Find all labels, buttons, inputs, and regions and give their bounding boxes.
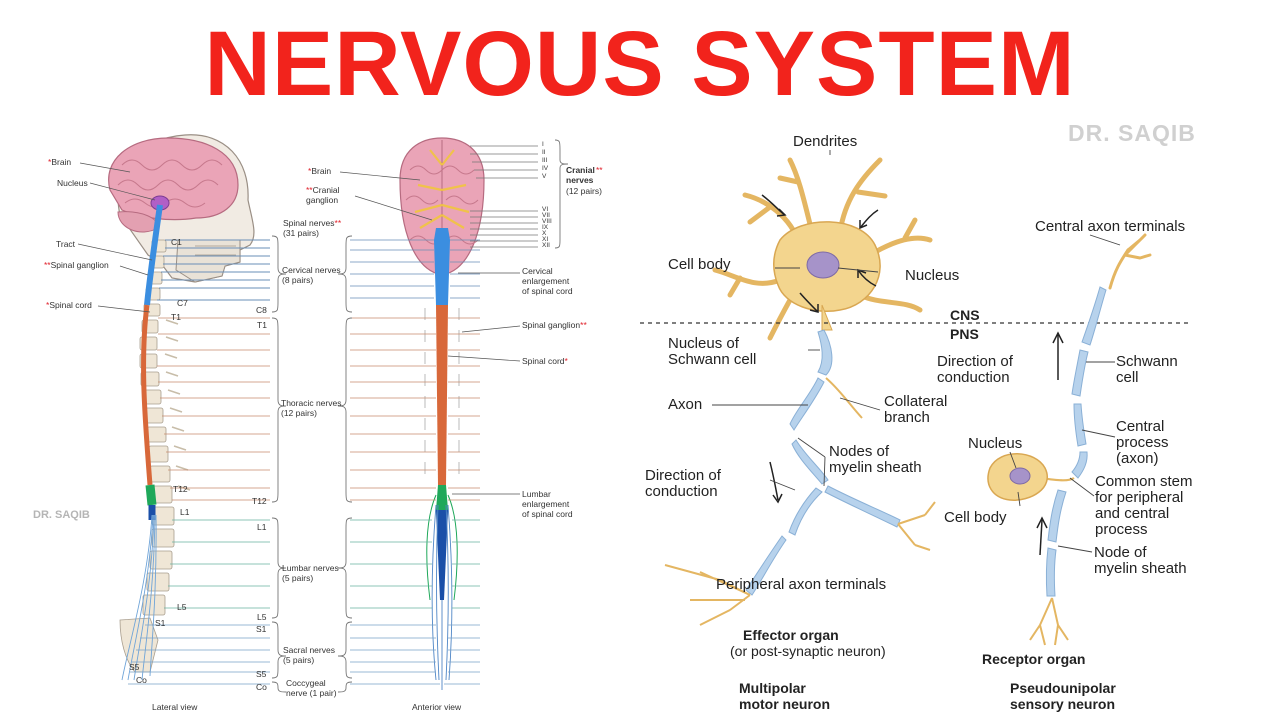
label-spinal-cord: *Spinal cord: [46, 300, 92, 310]
label-s5-mid: S5: [256, 669, 267, 679]
label-numeral-i: I: [542, 141, 544, 148]
anterior-view-figure: [271, 137, 569, 693]
label-spinal-ganglion: **Spinal ganglion: [44, 260, 109, 270]
label-anterior-view: Anterior view: [412, 702, 462, 712]
label-pns: PNS: [950, 326, 979, 342]
label-t12: T12: [173, 484, 188, 494]
label-cell-body: Cell body: [668, 256, 731, 273]
label-cell-body-2: Cell body: [944, 509, 1007, 526]
label-multipolar: Multipolar motor neuron: [739, 680, 830, 712]
label-c1: C1: [171, 237, 182, 247]
label-spinal-nerves-pairs: (31 pairs): [283, 228, 319, 238]
label-peripheral-axon-terminals: Peripheral axon terminals: [716, 576, 887, 593]
label-receptor-organ: Receptor organ: [982, 651, 1086, 667]
watermark-small: DR. SAQIB: [33, 509, 90, 521]
label-lateral-view: Lateral view: [152, 702, 198, 712]
label-effector-organ: Effector organ: [743, 627, 839, 643]
label-axon: Axon: [668, 396, 703, 413]
label-s1-mid: S1: [256, 624, 267, 634]
label-coccygeal-nerve: Coccygeal nerve (1 pair): [286, 678, 337, 698]
label-co-mid: Co: [256, 682, 267, 692]
label-numeral-x: X: [542, 230, 547, 237]
label-numeral-iv: IV: [542, 165, 549, 172]
label-nucleus-neuron: Nucleus: [905, 267, 960, 284]
label-common-stem: Common stem for peripheral and central p…: [1095, 473, 1193, 538]
label-numeral-ii: II: [542, 149, 546, 156]
label-spinal-nerves: Spinal nerves**: [283, 218, 342, 228]
label-node-myelin: Node of myelin sheath: [1094, 544, 1187, 577]
label-cervical-enlargement: Cervical enlargement of spinal cord: [522, 266, 573, 296]
label-l1: L1: [180, 507, 190, 517]
label-l5: L5: [177, 602, 187, 612]
label-nodes-myelin: Nodes of myelin sheath: [829, 443, 922, 476]
pseudounipolar-neuron-figure: [987, 233, 1152, 646]
label-cranial-nerves-star: **: [596, 165, 603, 175]
label-central-axon-terminals: Central axon terminals: [1035, 218, 1186, 235]
label-numeral-xi: XI: [542, 236, 549, 243]
label-sacral-nerves: Sacral nerves (5 pairs): [283, 645, 335, 665]
neuron-leader-lines: [712, 150, 1121, 553]
label-cervical-nerves: Cervical nerves (8 pairs): [282, 265, 341, 285]
label-numeral-vii: VII: [542, 212, 550, 219]
label-collateral-branch: Collateral branch: [884, 393, 948, 426]
label-dendrites: Dendrites: [793, 133, 858, 150]
label-pseudounipolar: Pseudounipolar sensory neuron: [1010, 680, 1116, 712]
label-numeral-xii: XII: [542, 242, 550, 249]
label-lumbar-nerves: Lumbar nerves (5 pairs): [282, 563, 339, 583]
label-central-process: Central process (axon): [1116, 418, 1169, 467]
label-cns: CNS: [950, 307, 980, 323]
label-thoracic-nerves: Thoracic nerves (12 pairs): [281, 398, 342, 418]
label-t1: T1: [171, 312, 181, 322]
label-spinal-ganglion-anterior: Spinal ganglion**: [522, 320, 587, 330]
page-title: NERVOUS SYSTEM: [204, 13, 1076, 115]
brain-lateral: [108, 137, 239, 221]
label-l5-mid: L5: [257, 612, 267, 622]
label-nucleus-schwann: Nucleus of Schwann cell: [668, 335, 757, 368]
label-nucleus-2: Nucleus: [968, 435, 1023, 452]
label-c8: C8: [256, 305, 267, 315]
label-brain-anterior: *Brain: [308, 166, 332, 176]
label-nucleus: Nucleus: [57, 178, 88, 188]
label-effector-sub: (or post-synaptic neuron): [730, 643, 886, 659]
lateral-view-figure: [77, 134, 270, 685]
label-co: Co: [136, 675, 147, 685]
label-t12-mid: T12: [252, 496, 267, 506]
label-s1: S1: [155, 618, 166, 628]
label-direction-conduction-2: Direction of conduction: [937, 353, 1013, 386]
label-schwann-cell: Schwann cell: [1116, 353, 1178, 386]
label-numeral-iii: III: [542, 157, 548, 164]
watermark: DR. SAQIB: [1068, 120, 1196, 146]
multipolar-neuron-figure: [664, 157, 936, 626]
label-cranial-pairs: (12 pairs): [566, 186, 602, 196]
label-numeral-viii: VIII: [542, 218, 552, 225]
label-direction-conduction: Direction of conduction: [645, 467, 721, 500]
label-s5: S5: [129, 662, 140, 672]
label-numeral-vi: VI: [542, 206, 549, 213]
label-lumbar-enlargement: Lumbar enlargement of spinal cord: [522, 489, 573, 519]
label-cranial-nerves: Cranial nerves: [566, 165, 595, 185]
label-numeral-ix: IX: [542, 224, 549, 231]
label-brain: *Brain: [48, 157, 72, 167]
label-spinal-cord-anterior: Spinal cord*: [522, 356, 568, 366]
label-numeral-v: V: [542, 173, 547, 180]
lateral-spinal-nerves: [157, 239, 270, 301]
label-l1-mid: L1: [257, 522, 267, 532]
label-cranial-ganglion: **Cranial ganglion: [306, 185, 340, 205]
label-tract: Tract: [56, 239, 76, 249]
label-c7: C7: [177, 298, 188, 308]
label-t1-mid: T1: [257, 320, 267, 330]
